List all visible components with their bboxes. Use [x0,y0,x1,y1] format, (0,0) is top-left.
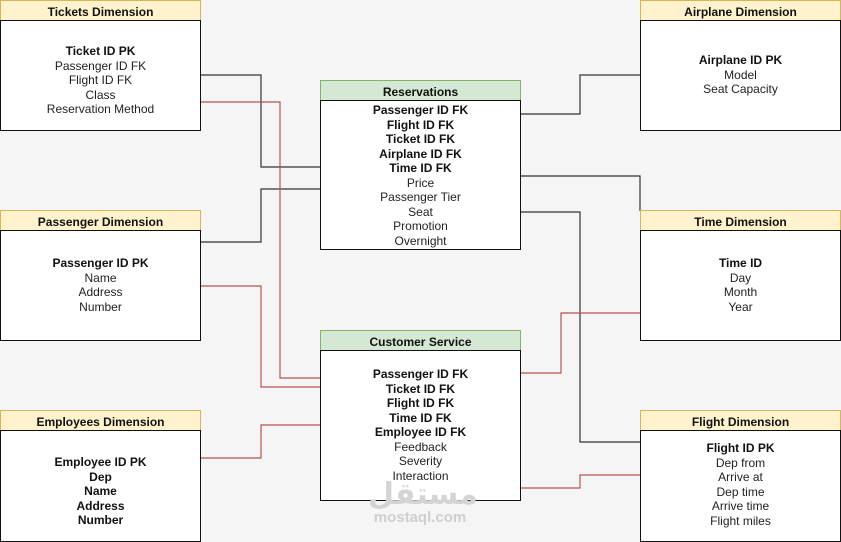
attribute: Month [723,285,758,299]
table-body [320,350,521,501]
attribute-list: Time ID Day Month Year [640,256,841,314]
link-passenger-reservations [201,188,321,243]
attribute-primary-key: Airplane ID PK [698,53,783,67]
attribute: Promotion [393,219,448,233]
attribute: Flight ID FK [68,73,133,87]
attribute: Day [729,270,752,285]
attribute: Passenger Tier [380,190,461,204]
table-body [640,230,841,341]
attribute-foreign-key: Ticket ID FK [385,381,456,396]
customer-service-fact-table[interactable]: Customer Service Passenger ID FK Ticket … [320,330,521,501]
attribute: Address [78,285,123,299]
attribute: Severity [398,454,443,468]
table-body [320,100,521,250]
table-title: Employees Dimension [0,410,201,431]
attribute-foreign-key: Employee ID FK [374,425,467,439]
attribute: Model [724,67,757,82]
attribute: Arrive time [711,499,770,513]
attribute: Interaction [392,468,449,483]
link-time-customer-service [521,312,640,374]
attribute: Dep time [716,484,765,499]
table-body [0,230,201,341]
employees-dimension-table[interactable]: Employees Dimension Employee ID PK Dep N… [0,410,201,542]
airplane-dimension-table[interactable]: Airplane Dimension Airplane ID PK Model … [640,0,841,131]
flight-dimension-table[interactable]: Flight Dimension Flight ID PK Dep from A… [640,410,841,542]
attribute: Number [79,299,122,314]
table-title: Customer Service [320,330,521,351]
table-title: Reservations [320,80,521,101]
attribute: Dep [89,469,112,484]
link-tickets-reservations [201,74,321,168]
attribute: Feedback [394,439,447,454]
attribute-list: Ticket ID PK Passenger ID FK Flight ID F… [0,44,201,117]
link-passenger-customer-service [201,285,321,388]
attribute-primary-key: Passenger ID PK [52,256,149,270]
link-tickets-customer-service [201,101,321,379]
attribute-primary-key: Time ID [718,256,763,270]
attribute: Price [406,175,435,190]
tickets-dimension-table[interactable]: Tickets Dimension Ticket ID PK Passenger… [0,0,201,131]
attribute: Overnight [394,233,447,248]
attribute-foreign-key: Time ID FK [389,410,452,425]
attribute: Address [76,498,125,513]
attribute: Reservation Method [46,102,155,116]
table-title: Airplane Dimension [640,0,841,21]
watermark-logo: مستقل [368,477,478,512]
attribute-foreign-key: Passenger ID FK [372,103,469,117]
attribute-primary-key: Employee ID PK [54,455,147,469]
attribute: Year [728,299,753,314]
attribute-primary-key: Ticket ID PK [65,44,136,58]
table-title: Passenger Dimension [0,210,201,231]
attribute: Name [84,270,117,285]
table-title: Tickets Dimension [0,0,201,21]
attribute-foreign-key: Time ID FK [389,161,452,175]
link-airplane-reservations [521,74,640,115]
attribute-list: Passenger ID PK Name Address Number [0,256,201,314]
attribute-list: Flight ID PK Dep from Arrive at Dep time… [640,441,841,528]
attribute: Seat Capacity [703,82,778,96]
attribute-list: Airplane ID PK Model Seat Capacity [640,53,841,97]
attribute: Arrive at [718,470,763,484]
attribute-list: Employee ID PK Dep Name Address Number [0,455,201,528]
reservations-fact-table[interactable]: Reservations Passenger ID FK Flight ID F… [320,80,521,250]
attribute-list: Passenger ID FK Ticket ID FK Flight ID F… [320,367,521,483]
time-dimension-table[interactable]: Time Dimension Time ID Day Month Year [640,210,841,341]
link-flight-reservations [521,211,640,443]
attribute-primary-key: Flight ID PK [706,441,775,455]
table-title: Flight Dimension [640,410,841,431]
attribute-foreign-key: Flight ID FK [386,117,455,132]
attribute: Seat [408,204,433,219]
attribute-foreign-key: Flight ID FK [386,396,455,410]
passenger-dimension-table[interactable]: Passenger Dimension Passenger ID PK Name… [0,210,201,341]
table-body [0,20,201,131]
attribute-foreign-key: Passenger ID FK [372,367,469,381]
link-time-reservations [521,175,641,211]
watermark: مستقل mostaql.com [368,477,478,526]
table-body [0,430,201,542]
attribute: Name [84,484,117,498]
attribute: Passenger ID FK [54,58,147,73]
attribute: Number [77,513,124,527]
attribute: Dep from [715,455,766,470]
link-employees-customer-service [201,424,321,459]
attribute-list: Passenger ID FK Flight ID FK Ticket ID F… [320,103,521,248]
link-flight-customer-service [521,474,640,489]
attribute-foreign-key: Airplane ID FK [379,146,462,161]
attribute-foreign-key: Ticket ID FK [385,132,456,146]
table-body [640,20,841,131]
watermark-site: mostaql.com [373,509,467,526]
table-title: Time Dimension [640,210,841,231]
attribute: Class [85,87,116,102]
attribute: Flight miles [710,513,771,528]
